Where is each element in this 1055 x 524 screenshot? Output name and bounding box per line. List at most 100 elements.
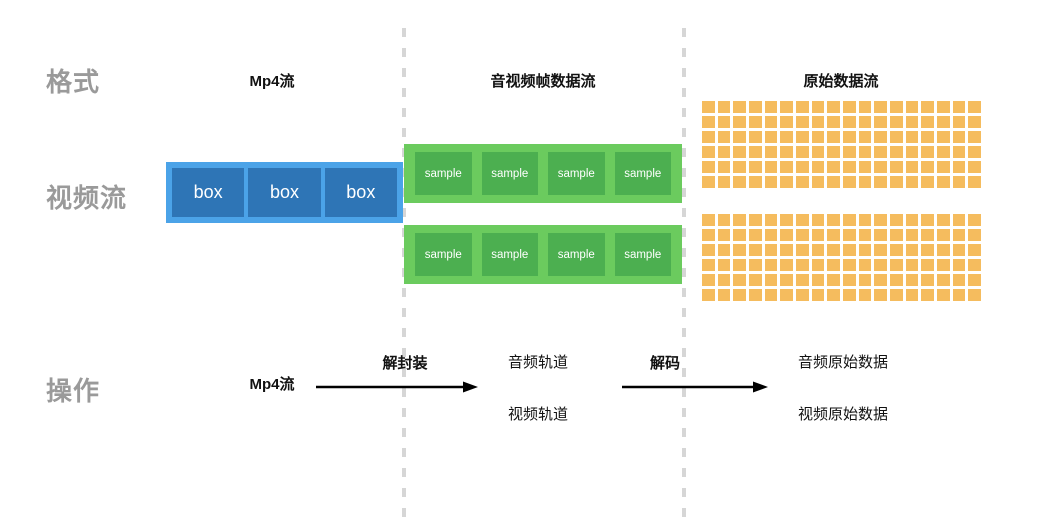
audio-raw-cell — [749, 101, 762, 113]
video-raw-cell — [843, 244, 856, 256]
video-raw-cell — [858, 244, 872, 256]
audio-raw-cell — [827, 131, 840, 143]
video-raw-cell — [702, 274, 715, 286]
video-raw-cell — [811, 244, 825, 256]
audio-raw-cell — [874, 131, 887, 143]
audio-raw-cell — [733, 146, 746, 158]
audio-raw-cell — [764, 116, 778, 128]
audio-raw-cell — [858, 131, 872, 143]
audio-raw-cell — [921, 131, 934, 143]
operation-output-audio-track: 音频轨道 — [507, 354, 568, 371]
audio-raw-cell — [827, 116, 840, 128]
video-raw-cell — [717, 259, 731, 271]
video-raw-cell — [874, 274, 887, 286]
video-raw-cell — [749, 244, 762, 256]
audio-raw-cell — [874, 116, 887, 128]
video-raw-cell — [952, 289, 966, 301]
video-raw-cell — [952, 274, 966, 286]
video-raw-cell — [874, 244, 887, 256]
video-raw-cell — [764, 229, 778, 241]
video-frame-track-container: sample sample sample sample — [404, 225, 682, 284]
audio-raw-cell — [937, 146, 950, 158]
video-raw-cell — [702, 229, 715, 241]
audio-raw-cell — [780, 161, 793, 173]
operation-source-label: Mp4流 — [249, 376, 295, 393]
audio-raw-cell — [717, 131, 731, 143]
video-raw-cell — [764, 259, 778, 271]
audio-raw-cell — [843, 161, 856, 173]
video-sample-cell: sample — [614, 233, 671, 276]
audio-raw-cell — [749, 131, 762, 143]
audio-raw-cell — [811, 176, 825, 188]
audio-sample-cell: sample — [481, 152, 538, 195]
audio-raw-cell — [874, 161, 887, 173]
video-raw-cell — [874, 259, 887, 271]
audio-raw-cell — [702, 176, 715, 188]
video-raw-cell — [890, 244, 903, 256]
operation-output-video-track: 视频轨道 — [507, 406, 568, 423]
audio-raw-cell — [780, 146, 793, 158]
audio-raw-cell — [717, 176, 731, 188]
video-raw-cell — [905, 244, 919, 256]
audio-raw-cell — [764, 131, 778, 143]
video-raw-cell — [827, 214, 840, 226]
video-raw-cell — [937, 244, 950, 256]
audio-raw-cell — [702, 101, 715, 113]
audio-raw-cell — [858, 101, 872, 113]
audio-raw-cell — [952, 176, 966, 188]
video-raw-cell — [780, 229, 793, 241]
audio-raw-cell — [843, 146, 856, 158]
video-raw-cell — [796, 244, 809, 256]
video-raw-cell — [858, 259, 872, 271]
video-sample-cell: sample — [548, 233, 605, 276]
video-raw-cell — [921, 229, 934, 241]
video-raw-cell — [717, 229, 731, 241]
video-raw-cell — [968, 289, 981, 301]
audio-raw-cell — [874, 146, 887, 158]
column-divider-2 — [682, 28, 686, 524]
video-raw-cell — [937, 259, 950, 271]
video-raw-cell — [733, 229, 746, 241]
audio-raw-cell — [952, 101, 966, 113]
audio-raw-cell — [890, 131, 903, 143]
video-raw-cell — [937, 229, 950, 241]
mp4-stream-container: box box box — [166, 162, 403, 223]
video-raw-cell — [827, 289, 840, 301]
video-raw-cell — [717, 274, 731, 286]
audio-raw-cell — [811, 101, 825, 113]
audio-raw-cell — [717, 101, 731, 113]
row-label-video-stream: 视频流 — [46, 183, 128, 213]
video-raw-cell — [702, 259, 715, 271]
audio-raw-cell — [890, 146, 903, 158]
audio-raw-cell — [702, 116, 715, 128]
video-raw-cell — [890, 214, 903, 226]
row-label-format: 格式 — [46, 67, 101, 97]
video-raw-cell — [921, 289, 934, 301]
video-raw-cell — [780, 274, 793, 286]
mp4-box-cell: box — [248, 168, 321, 217]
video-raw-cell — [921, 259, 934, 271]
video-raw-cell — [890, 289, 903, 301]
audio-raw-cell — [858, 116, 872, 128]
video-raw-cell — [780, 214, 793, 226]
video-raw-cell — [843, 259, 856, 271]
audio-raw-cell — [874, 176, 887, 188]
audio-raw-cell — [717, 161, 731, 173]
audio-raw-cell — [858, 176, 872, 188]
operation-arrow-decode — [622, 381, 768, 393]
mp4-box-cell: box — [324, 168, 397, 217]
audio-raw-cell — [921, 101, 934, 113]
row-label-operation: 操作 — [46, 376, 101, 406]
video-raw-cell — [780, 259, 793, 271]
video-raw-cell — [843, 214, 856, 226]
video-raw-cell — [733, 274, 746, 286]
video-raw-cell — [796, 214, 809, 226]
audio-raw-cell — [827, 101, 840, 113]
audio-raw-cell — [890, 161, 903, 173]
video-sample-cell: sample — [481, 233, 538, 276]
audio-raw-cell — [811, 116, 825, 128]
audio-raw-cell — [780, 116, 793, 128]
audio-sample-cell: sample — [415, 152, 472, 195]
audio-raw-cell — [733, 101, 746, 113]
audio-frame-track-container: sample sample sample sample — [404, 144, 682, 203]
